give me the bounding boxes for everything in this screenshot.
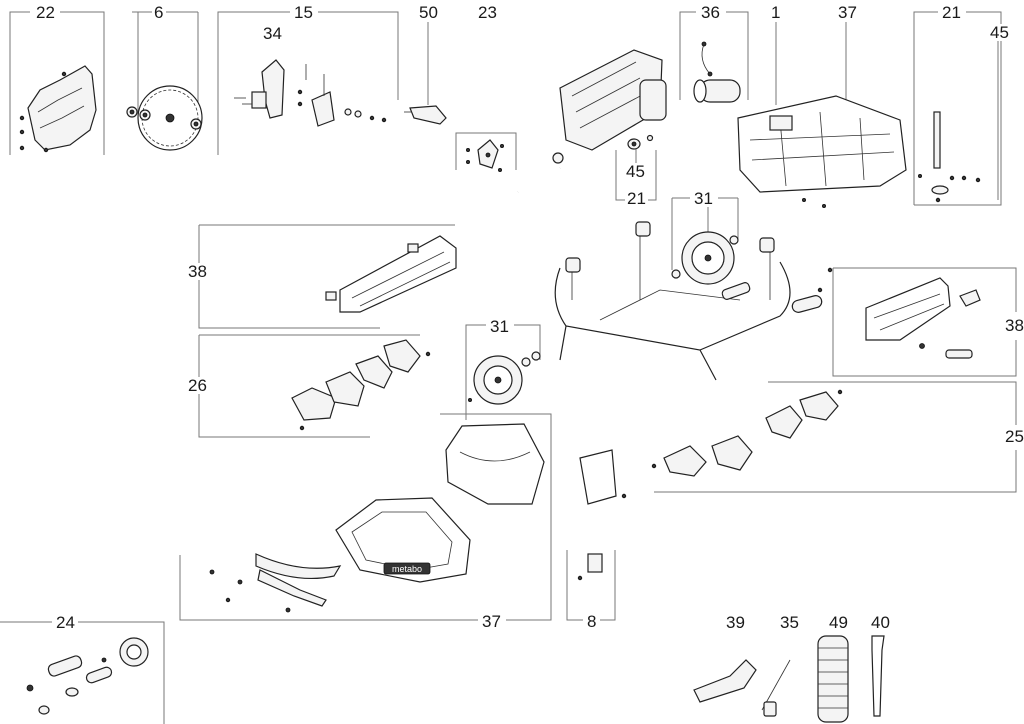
part-label-45-right[interactable]: 45 (988, 23, 1011, 42)
saw-body-part (517, 49, 667, 194)
riving-knife-assembly (234, 59, 447, 127)
spindle-24-part (26, 637, 149, 715)
part-label-8[interactable]: 8 (585, 612, 599, 631)
part-label-15[interactable]: 15 (292, 3, 315, 22)
part-label-34[interactable]: 34 (261, 24, 284, 43)
part-label-50[interactable]: 50 (417, 3, 440, 22)
brand-logo: metabo (392, 564, 422, 574)
part-label-45-mid[interactable]: 45 (624, 162, 647, 181)
callout-frames (0, 11, 1017, 724)
accessories-part (693, 635, 885, 723)
rail-38-right-part (865, 277, 981, 359)
guard-26-part (291, 339, 431, 431)
base-plate-37-part: metabo (209, 423, 545, 613)
part-label-38-left[interactable]: 38 (186, 262, 209, 281)
wheel-31-part (467, 351, 541, 405)
blade-guard-part (19, 65, 97, 153)
part-label-40[interactable]: 40 (869, 613, 892, 632)
stand-frame-part (554, 221, 833, 381)
part-label-31-top[interactable]: 31 (692, 189, 715, 208)
part-label-6[interactable]: 6 (152, 3, 166, 22)
table-extension-part (737, 95, 907, 208)
part-label-31-mid[interactable]: 31 (488, 317, 511, 336)
part-label-23[interactable]: 23 (476, 3, 499, 22)
part-label-37-bottom[interactable]: 37 (480, 612, 503, 631)
part-label-37-top[interactable]: 37 (836, 3, 859, 22)
rail-38-left-part (325, 235, 457, 313)
part-label-21-right[interactable]: 21 (940, 3, 963, 22)
part-label-39[interactable]: 39 (724, 613, 747, 632)
rod-21-part (918, 111, 981, 203)
part-label-25[interactable]: 25 (1003, 427, 1024, 446)
part-label-26[interactable]: 26 (186, 376, 209, 395)
motor-tube-part (693, 41, 741, 103)
part-label-36[interactable]: 36 (699, 3, 722, 22)
saw-blade-part (126, 85, 203, 151)
part-label-21-mid[interactable]: 21 (625, 189, 648, 208)
part-label-22[interactable]: 22 (34, 3, 57, 22)
part-label-24[interactable]: 24 (54, 613, 77, 632)
switch-box-8-part (577, 449, 627, 581)
part-label-38-right[interactable]: 38 (1003, 316, 1024, 335)
part-label-1[interactable]: 1 (769, 3, 783, 22)
part-label-49[interactable]: 49 (827, 613, 850, 632)
part-label-35[interactable]: 35 (778, 613, 801, 632)
nut-45-part (627, 134, 654, 150)
bracket-23-part (465, 139, 504, 172)
guard-25-part (651, 389, 843, 477)
